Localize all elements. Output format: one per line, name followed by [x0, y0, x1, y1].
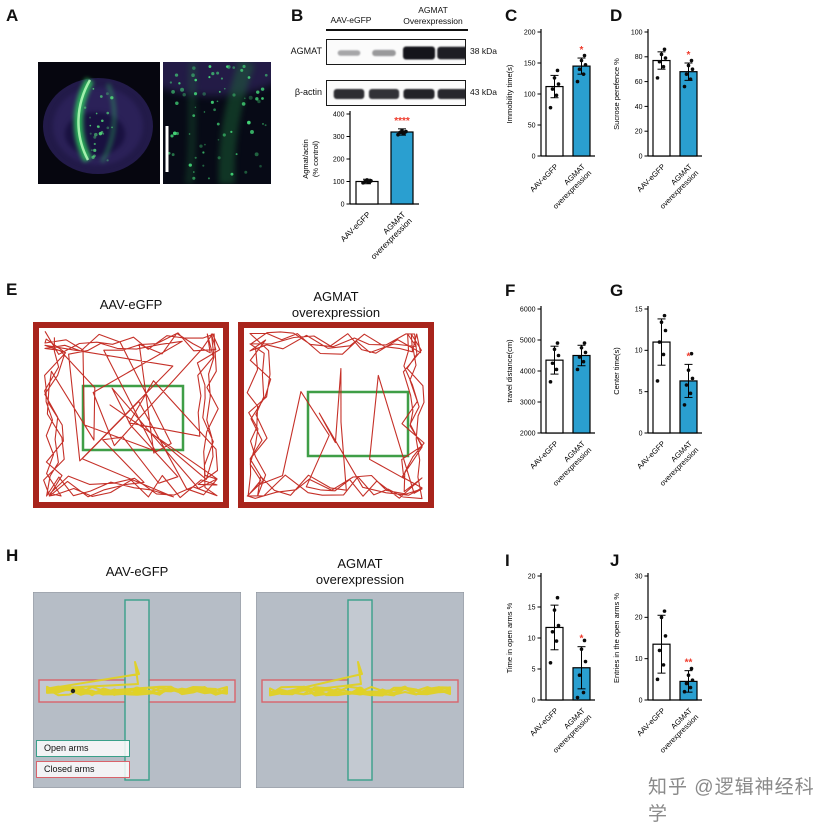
svg-text:****: ****: [394, 116, 410, 127]
panel-f-label: F: [505, 281, 516, 300]
svg-text:travel distance(cm): travel distance(cm): [505, 339, 514, 403]
svg-text:0: 0: [532, 153, 536, 160]
svg-text:40: 40: [635, 104, 643, 111]
panel-c-label: C: [505, 6, 518, 25]
chart-travel-distance: 2000 3000 4000 5000 6000 travel distance(cm) A…: [505, 306, 595, 488]
svg-text:15: 15: [635, 306, 643, 313]
blot-group-label-control: AAV-eGFP: [330, 15, 372, 25]
svg-text:Sucrose perefence %: Sucrose perefence %: [612, 58, 621, 130]
brain-image-right: [163, 62, 271, 184]
legend-closed-arms: Closed arms: [36, 761, 130, 778]
blot-protein-label-agmat: AGMAT: [290, 46, 322, 56]
panel-g-label: G: [610, 281, 624, 300]
svg-text:10: 10: [635, 348, 643, 355]
svg-text:Agmat/actin: Agmat/actin: [301, 139, 310, 179]
svg-text:20: 20: [528, 573, 536, 580]
svg-text:AAV-eGFP: AAV-eGFP: [635, 706, 667, 738]
svg-text:150: 150: [524, 60, 536, 67]
blot-size-label-agmat: 38 kDa: [470, 46, 497, 56]
epm-title-control: AAV-eGFP: [105, 564, 169, 579]
epm-trace-control: [33, 592, 241, 788]
svg-text:*: *: [687, 351, 691, 362]
open-field-title-agmat-line1: AGMAT: [313, 289, 359, 304]
svg-text:5: 5: [532, 666, 536, 673]
panel-h-label: H: [6, 546, 19, 565]
svg-text:AAV-eGFP: AAV-eGFP: [635, 439, 667, 471]
svg-text:5000: 5000: [520, 337, 536, 344]
svg-text:4000: 4000: [520, 368, 536, 375]
blot-protein-label-actin: β-actin: [294, 87, 322, 97]
svg-text:Immobility time(s): Immobility time(s): [505, 64, 514, 123]
svg-text:5: 5: [639, 389, 643, 396]
panel-d-label: D: [610, 6, 623, 25]
legend-closed-arms-label: Closed arms: [44, 764, 95, 774]
svg-text:200: 200: [333, 156, 345, 163]
svg-text:15: 15: [528, 604, 536, 611]
epm-title-agmat-line1: AGMAT: [337, 556, 383, 571]
svg-text:20: 20: [635, 129, 643, 136]
svg-text:60: 60: [635, 79, 643, 86]
svg-text:AAV-eGFP: AAV-eGFP: [528, 439, 560, 471]
svg-text:0: 0: [532, 697, 536, 704]
svg-text:100: 100: [333, 179, 345, 186]
legend-open-arms: Open arms: [36, 740, 130, 757]
blot-group-label-agmat-line1: AGMAT: [418, 5, 448, 15]
svg-text:20: 20: [635, 615, 643, 622]
svg-text:50: 50: [528, 122, 536, 129]
svg-text:400: 400: [333, 111, 345, 118]
svg-text:*: *: [580, 45, 584, 56]
svg-text:2000: 2000: [520, 430, 536, 437]
blot-size-label-actin: 43 kDa: [470, 87, 497, 97]
panel-j-label: J: [610, 551, 620, 570]
panel-e-label: E: [6, 280, 18, 299]
actin-blot-bands: [326, 80, 466, 106]
svg-text:300: 300: [333, 134, 345, 141]
open-field-trace-control: [33, 322, 229, 508]
open-field-title-agmat-line2: overexpression: [291, 305, 381, 320]
svg-text:Entries in the open arms %: Entries in the open arms %: [612, 593, 621, 683]
svg-text:0: 0: [639, 430, 643, 437]
panel-i-label: I: [505, 551, 510, 570]
svg-text:(% control): (% control): [311, 140, 320, 177]
svg-text:0: 0: [639, 153, 643, 160]
svg-text:80: 80: [635, 54, 643, 61]
blot-group-label-agmat-line2: Overexpression: [403, 16, 463, 26]
svg-text:AAV-eGFP: AAV-eGFP: [339, 210, 373, 244]
open-field-trace-agmat: [238, 322, 434, 508]
svg-text:Time in open arms %: Time in open arms %: [505, 602, 514, 673]
svg-text:0: 0: [341, 201, 345, 208]
svg-text:10: 10: [635, 656, 643, 663]
open-field-title-control: AAV-eGFP: [99, 297, 163, 312]
svg-text:AAV-eGFP: AAV-eGFP: [528, 706, 560, 738]
svg-text:*: *: [580, 634, 584, 645]
epm-title-agmat-line2: overexpression: [315, 572, 405, 587]
svg-text:6000: 6000: [520, 306, 536, 313]
svg-text:200: 200: [524, 29, 536, 36]
agmat-blot-bands: [326, 39, 466, 65]
panel-a-label: A: [6, 6, 19, 25]
svg-text:Center time(s): Center time(s): [612, 347, 621, 395]
svg-text:AAV-eGFP: AAV-eGFP: [528, 162, 560, 194]
watermark: 知乎 @逻辑神经科学: [648, 777, 815, 825]
svg-text:10: 10: [528, 635, 536, 642]
legend-open-arms-label: Open arms: [44, 743, 89, 753]
svg-text:AAV-eGFP: AAV-eGFP: [635, 162, 667, 194]
panel-b-label: B: [291, 6, 304, 25]
svg-text:30: 30: [635, 573, 643, 580]
svg-text:100: 100: [631, 29, 643, 36]
epm-trace-agmat: [256, 592, 464, 788]
svg-text:3000: 3000: [520, 399, 536, 406]
svg-text:0: 0: [639, 697, 643, 704]
blot-group-underline: [326, 29, 468, 31]
brain-image-left: [38, 62, 160, 184]
svg-text:**: **: [685, 658, 693, 669]
svg-text:*: *: [687, 50, 691, 61]
svg-text:100: 100: [524, 91, 536, 98]
